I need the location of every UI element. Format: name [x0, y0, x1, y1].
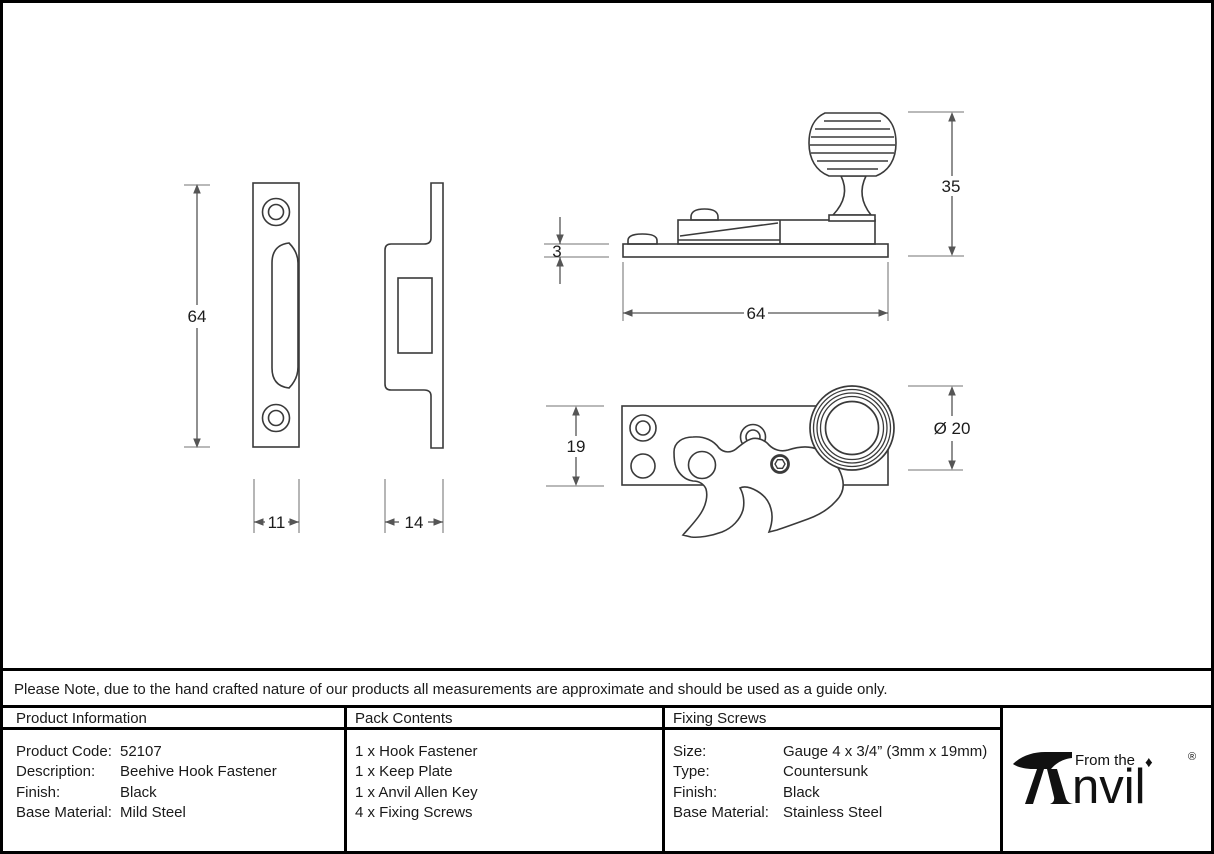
dim-fastener-height: 35	[942, 177, 961, 196]
logo-diamond-icon: ♦	[1145, 754, 1153, 771]
plate-screw-hole-ringed	[629, 414, 657, 442]
dimension-labels: 64 11 14 3 35 64 19 Ø 20	[188, 177, 971, 532]
screw-size-value: Gauge 4 x 3/4” (3mm x 19mm)	[783, 743, 988, 760]
pack-item-4: 4 x Fixing Screws	[355, 804, 473, 821]
extension-lines	[184, 111, 964, 533]
finish-label: Finish:	[16, 784, 61, 801]
note-bar-top-border	[0, 668, 1214, 671]
fastener-base-plate	[622, 243, 889, 258]
header-pack-contents: Pack Contents	[355, 710, 453, 727]
dim-keep-plate-width: 11	[268, 513, 286, 532]
header-fixing-screws: Fixing Screws	[673, 710, 767, 727]
anvil-a-glyph	[1013, 752, 1073, 804]
dimension-lines	[196, 121, 953, 523]
dim-keep-plate-depth: 14	[405, 513, 424, 532]
keep-plate-recess	[271, 242, 299, 389]
beehive-knob-plan	[809, 385, 895, 471]
pack-item-1: 1 x Hook Fastener	[355, 743, 478, 760]
screw-type-value: Countersunk	[783, 763, 869, 780]
logo-from-the-text: From the	[1075, 752, 1135, 769]
dim-base-thickness: 3	[552, 242, 561, 261]
hook-pivot-hole	[687, 450, 717, 480]
dim-keep-plate-height: 64	[188, 307, 207, 326]
page-border-right	[1211, 0, 1214, 854]
table-column-divider-2	[662, 705, 665, 854]
screw-type-label: Type:	[673, 763, 710, 780]
hook-claw	[673, 436, 844, 539]
screw-hole-bottom	[261, 403, 291, 433]
allen-grub-screw	[770, 454, 790, 474]
keep-plate-pocket	[397, 277, 433, 354]
disclaimer-note: Please Note, due to the hand crafted nat…	[14, 681, 888, 698]
table-column-divider-1	[344, 705, 347, 854]
finish-value: Black	[120, 784, 157, 801]
page-border-top	[0, 0, 1214, 3]
screw-material-label: Base Material:	[673, 804, 769, 821]
knob-neck	[831, 175, 873, 216]
product-code-label: Product Code:	[16, 743, 112, 760]
dim-fastener-plate-width: 19	[567, 437, 586, 456]
base-material-value: Mild Steel	[120, 804, 186, 821]
registered-trademark-icon: ®	[1188, 751, 1196, 763]
fastener-side-view	[622, 112, 897, 258]
description-value: Beehive Hook Fastener	[120, 763, 277, 780]
fastener-body-block	[677, 219, 876, 245]
screw-material-value: Stainless Steel	[783, 804, 883, 821]
product-code-value: 52107	[120, 743, 162, 760]
beehive-knob-ridges	[810, 120, 895, 170]
dome-screw-left	[627, 233, 658, 245]
technical-drawing-canvas: 64 11 14 3 35 64 19 Ø 20	[184, 111, 971, 539]
knob-base-flange	[828, 214, 876, 222]
keep-plate-outline	[252, 182, 300, 448]
fastener-top-view	[621, 385, 895, 539]
screw-finish-value: Black	[783, 784, 820, 801]
page-border-left	[0, 0, 3, 854]
keep-plate-side-view	[384, 182, 444, 449]
keep-plate-front-view	[252, 182, 300, 448]
note-bar-bottom-border	[0, 705, 1214, 708]
screw-size-label: Size:	[673, 743, 707, 760]
dimension-arrowheads	[193, 112, 956, 526]
screw-hole-top	[261, 197, 291, 227]
plate-screw-hole-plain	[630, 453, 656, 479]
pack-item-2: 1 x Keep Plate	[355, 763, 453, 780]
base-material-label: Base Material:	[16, 804, 112, 821]
dim-knob-diameter: Ø 20	[934, 419, 971, 438]
table-column-divider-3	[1000, 705, 1003, 854]
page-border-bottom	[0, 851, 1214, 854]
keep-plate-profile	[384, 182, 444, 449]
pack-item-3: 1 x Anvil Allen Key	[355, 784, 478, 801]
logo-brand-text: nvil	[1072, 760, 1146, 812]
dome-screw-middle	[690, 208, 719, 221]
hook-arm-wedge	[679, 222, 779, 237]
dim-fastener-length: 64	[747, 304, 766, 323]
header-product-information: Product Information	[16, 710, 147, 727]
table-header-divider	[0, 727, 1003, 730]
from-the-anvil-logo: From the ♦ nvil ®	[1012, 748, 1202, 814]
screw-finish-label: Finish:	[673, 784, 718, 801]
description-label: Description:	[16, 763, 96, 780]
